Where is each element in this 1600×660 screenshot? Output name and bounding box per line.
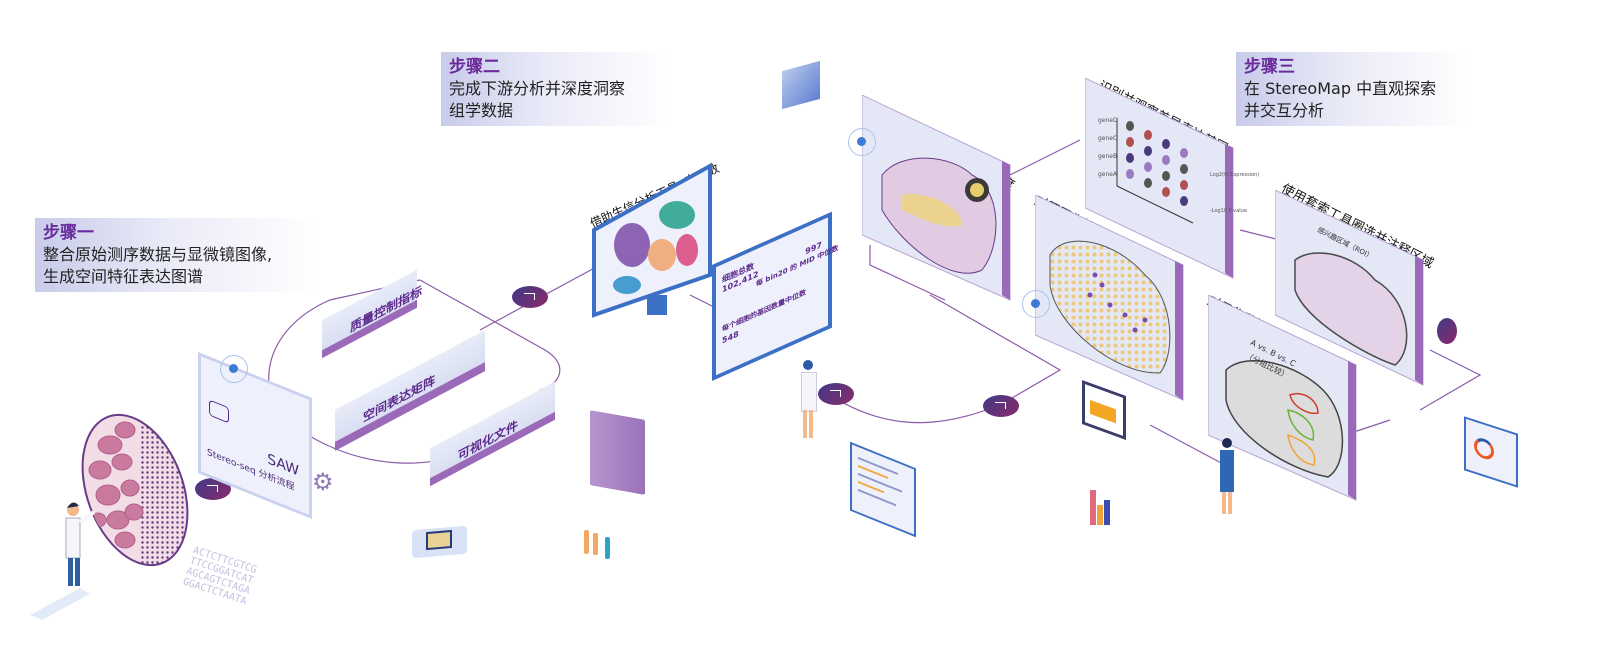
metric-genes-label: 每个细胞的基因数量中位数 (722, 288, 806, 334)
step-one-box: 步骤一 整合原始测序数据与显微镜图像, 生成空间特征表达图谱 (35, 218, 318, 292)
flow-line (869, 245, 946, 301)
gene-label: geneB (1098, 153, 1118, 160)
dot-plot-gene-labels: geneD geneC geneB geneA (1098, 112, 1118, 184)
flow-line (1009, 139, 1081, 176)
step-two-line-1: 完成下游分析并深度洞察 (449, 79, 626, 98)
legend-expr-title: Log2(fc Expression) (1210, 172, 1260, 178)
chip-icon (412, 525, 467, 559)
step-two-title: 步骤二 (449, 57, 500, 77)
terminal-icon (209, 399, 229, 424)
step-two-box: 步骤二 完成下游分析并深度洞察 组学数据 (441, 52, 669, 126)
matrix-panel (1035, 195, 1184, 401)
step-three-title: 步骤三 (1244, 57, 1295, 77)
cluster-pink (676, 234, 698, 266)
flow-node-disc (1437, 318, 1457, 344)
test-tubes-icon (580, 525, 620, 565)
signal-ring (848, 128, 876, 156)
flow-node (983, 395, 1019, 417)
bar-chart-icon (1088, 490, 1118, 530)
dot-plot-panel (1085, 78, 1234, 279)
dot-plot-legend: Log2(fc Expression) -Log10 P-value (1210, 172, 1259, 214)
dot-plot-mark (1180, 164, 1188, 174)
group-c-outline (1287, 433, 1316, 466)
roi-outline (1294, 252, 1408, 366)
dot-plot-mark (1144, 130, 1152, 140)
step-one-line-2: 生成空间特征表达图谱 (43, 267, 204, 286)
cluster-purple (614, 223, 650, 267)
dot-plot-mark (1126, 121, 1134, 131)
scientist-figure (800, 360, 817, 440)
dot-plot-mark (1126, 169, 1134, 179)
dot-plot-mark (1162, 171, 1170, 181)
metric-mid-label: 每 bin20 的 MID 中位数 (756, 243, 839, 289)
gene-label: geneC (1098, 135, 1118, 142)
cluster-blue (613, 276, 641, 294)
flow-line (1419, 349, 1482, 411)
step-two-line-2: 组学数据 (449, 101, 514, 120)
flow-line (1239, 229, 1281, 241)
dot-plot-mark (1144, 146, 1152, 156)
brain-section-gray (1225, 360, 1344, 478)
step-one-line-1: 整合原始测序数据与显微镜图像, (43, 245, 273, 264)
cluster-panel (862, 95, 1011, 301)
gene-label: geneD (1098, 117, 1118, 124)
dot-plot-x-axis (1116, 185, 1194, 224)
group-b-outline (1287, 409, 1315, 441)
scientist-figure (1218, 438, 1236, 518)
dot-plot-mark (1180, 180, 1188, 190)
dot-plot-mark (1162, 155, 1170, 165)
server-cabinet-icon (590, 410, 645, 495)
flow-node (818, 383, 854, 405)
scientist-figure (65, 502, 96, 586)
signal-ring (220, 355, 248, 383)
step-three-line-1: 在 StereoMap 中直观探索 (1244, 79, 1437, 98)
group-a-outline (1289, 393, 1319, 415)
step-three-box: 步骤三 在 StereoMap 中直观探索 并交互分析 (1236, 52, 1469, 126)
flow-line (1149, 424, 1226, 466)
lasso-panel (1275, 190, 1424, 386)
dot-plot-mark (1144, 162, 1152, 172)
cluster-orange (648, 239, 676, 271)
dot-plot-mark (1126, 153, 1134, 163)
cluster-highlight (902, 194, 962, 227)
step-three-line-2: 并交互分析 (1244, 101, 1325, 120)
signal-ring (1022, 290, 1050, 318)
dot-plot-mark (1180, 196, 1188, 206)
cluster-teal (659, 201, 695, 229)
flow-node (512, 286, 548, 308)
umap-monitor (592, 162, 712, 318)
dot-plot-mark (1126, 137, 1134, 147)
subset-panel (1208, 295, 1357, 501)
dot-plot-mark (1162, 139, 1170, 149)
legend-pval-title: -Log10 P-value (1210, 208, 1247, 214)
dot-plot-mark (1144, 178, 1152, 188)
dot-plot-mark (1162, 187, 1170, 197)
gene-label: geneA (1098, 171, 1118, 178)
step-one-title: 步骤一 (43, 223, 94, 243)
flow-node (195, 478, 231, 500)
tissue-chip-illustration (30, 400, 207, 620)
gear-icon: ⚙ (312, 468, 334, 496)
dot-plot-mark (1180, 148, 1188, 158)
